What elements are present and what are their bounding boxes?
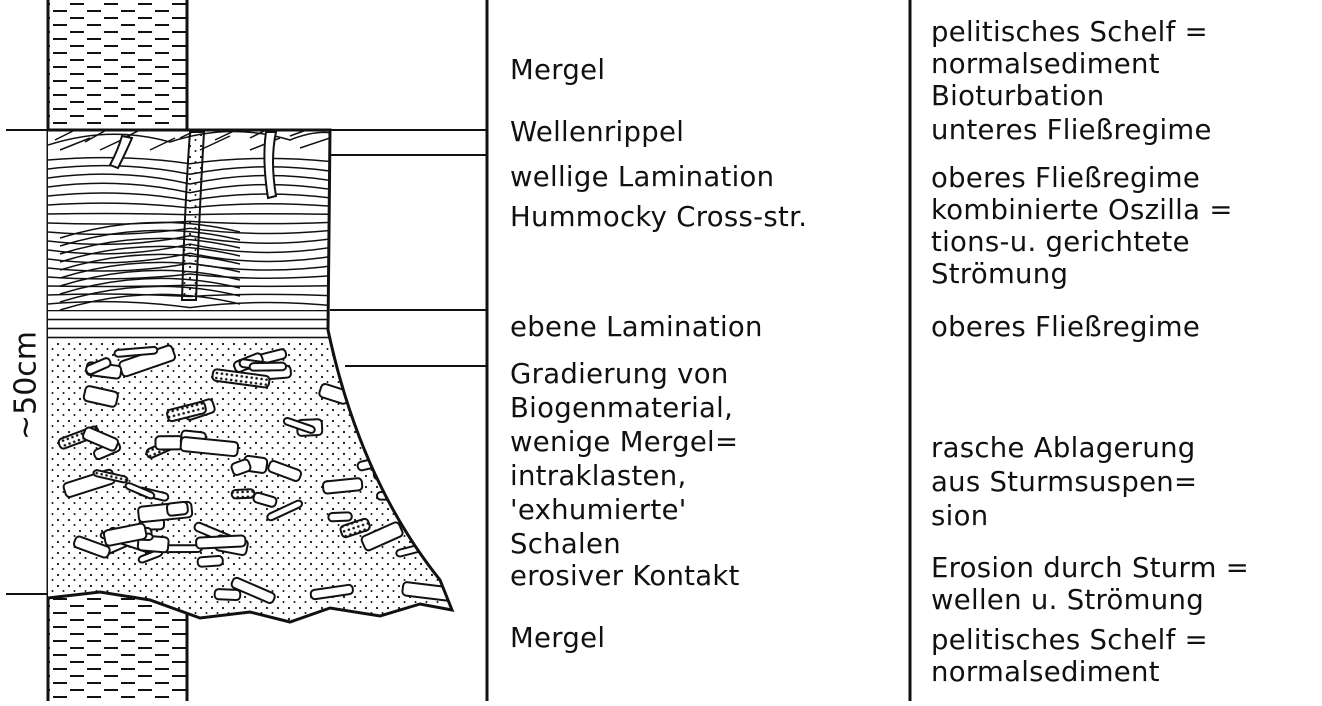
facies-label-7: wenige Mergel=: [510, 426, 738, 458]
facies-label-9: 'exhumierte': [510, 494, 687, 526]
interpretation-label-6: tions-u. gerichtete: [931, 226, 1190, 258]
interpretation-label-3: unteres Fließregime: [931, 114, 1212, 146]
interpretation-label-11: sion: [931, 500, 988, 532]
interpretation-label-12: Erosion durch Sturm =: [931, 552, 1249, 584]
facies-label-11: erosiver Kontakt: [510, 560, 740, 592]
interpretation-label-13: wellen u. Strömung: [931, 584, 1204, 616]
facies-label-4: ebene Lamination: [510, 311, 763, 343]
facies-label-1: Wellenrippel: [510, 116, 684, 148]
interpretation-label-14: pelitisches Schelf =: [931, 624, 1208, 656]
interpretation-label-7: Strömung: [931, 258, 1068, 290]
interpretation-label-15: normalsediment: [931, 656, 1160, 688]
interpretation-label-0: pelitisches Schelf =: [931, 16, 1208, 48]
facies-label-12: Mergel: [510, 622, 605, 654]
facies-label-8: intraklasten,: [510, 460, 687, 492]
facies-label-10: Schalen: [510, 528, 621, 560]
facies-label-5: Gradierung von: [510, 358, 729, 390]
interpretation-label-10: aus Sturmsuspen=: [931, 466, 1197, 498]
facies-label-0: Mergel: [510, 54, 605, 86]
marl-lower: [48, 596, 187, 701]
facies-label-3: Hummocky Cross-str.: [510, 201, 807, 233]
marl-upper: [48, 0, 187, 134]
interpretation-label-5: kombinierte Oszilla =: [931, 194, 1233, 226]
interpretation-label-4: oberes Fließregime: [931, 162, 1200, 194]
interpretation-label-1: normalsediment: [931, 48, 1160, 80]
interpretation-label-9: rasche Ablagerung: [931, 432, 1196, 464]
interpretation-label-8: oberes Fließregime: [931, 311, 1200, 343]
facies-label-6: Biogenmaterial,: [510, 392, 733, 424]
interpretation-label-2: Bioturbation: [931, 80, 1104, 112]
tempestite-bed: [48, 126, 468, 630]
facies-label-2: wellige Lamination: [510, 161, 774, 193]
scale-label: ~50cm: [9, 316, 44, 456]
